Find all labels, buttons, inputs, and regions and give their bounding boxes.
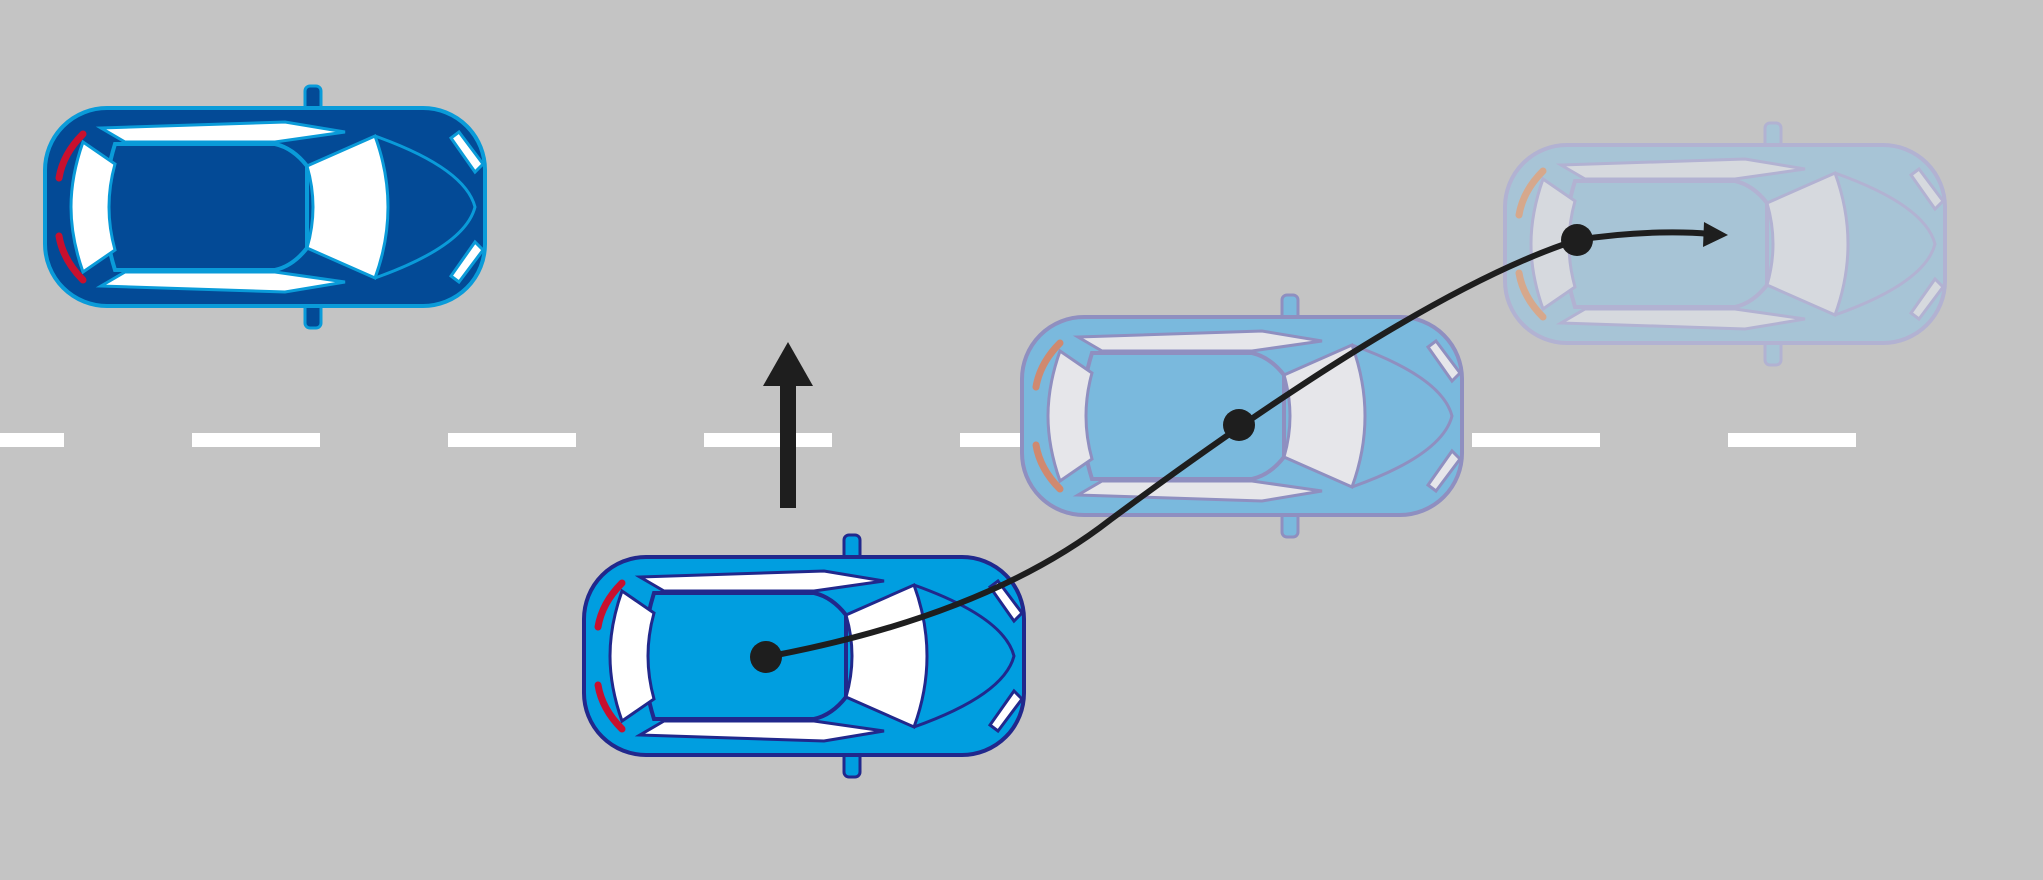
lane-dash: [192, 433, 320, 447]
car-part-glass: [1908, 166, 1945, 212]
car-part-glass: [634, 719, 885, 743]
car-part-glass: [305, 133, 390, 281]
car-part-glass: [634, 569, 885, 593]
car-part-glass: [1765, 170, 1850, 318]
car-part-detail: [1834, 171, 1937, 317]
trajectory-point-end: [1561, 224, 1593, 256]
car-part-glass: [1908, 276, 1945, 322]
car-part-glass: [69, 139, 117, 275]
car-part-light: [1032, 441, 1064, 493]
car-part-light: [594, 579, 626, 631]
car-part-detail: [1351, 343, 1454, 489]
car-part-light: [55, 130, 87, 182]
car-part-light: [55, 232, 87, 284]
car-part-roofline: [102, 142, 309, 272]
car-part-glass: [1555, 157, 1806, 181]
car-part-glass: [608, 588, 656, 724]
car-part-glass: [1046, 348, 1094, 484]
car-part-glass: [1555, 307, 1806, 331]
lane-dash: [1728, 433, 1856, 447]
ghost-car-icon: [1503, 121, 1947, 367]
lane-dash: [448, 433, 576, 447]
car-part-roofline: [1562, 179, 1769, 309]
parked-car-icon: [43, 84, 487, 330]
car-part-glass: [1425, 338, 1462, 384]
trajectory-point-start: [750, 641, 782, 673]
lane-change-arrow-icon: [763, 342, 813, 508]
car-part-glass: [95, 270, 346, 294]
lane-dash: [0, 433, 64, 447]
trajectory-point-mid: [1223, 409, 1255, 441]
lane-dash: [1472, 433, 1600, 447]
ego-car-icon: [582, 533, 1026, 779]
car-part-glass: [987, 578, 1024, 624]
car-part-light: [1032, 339, 1064, 391]
lane-dash: [704, 433, 832, 447]
car-part-glass: [1072, 329, 1323, 353]
car-part-glass: [95, 120, 346, 144]
ghost-car-icon: [1020, 293, 1464, 539]
trajectory-path-icon: [750, 222, 1728, 673]
car-part-light: [594, 681, 626, 733]
car-part-light: [1515, 167, 1547, 219]
car-part-glass: [448, 129, 485, 175]
car-part-glass: [987, 688, 1024, 734]
car-part-glass: [1425, 448, 1462, 494]
car-part-roofline: [641, 591, 848, 721]
car-part-light: [1515, 269, 1547, 321]
car-part-glass: [448, 239, 485, 285]
car-part-detail: [374, 134, 477, 280]
